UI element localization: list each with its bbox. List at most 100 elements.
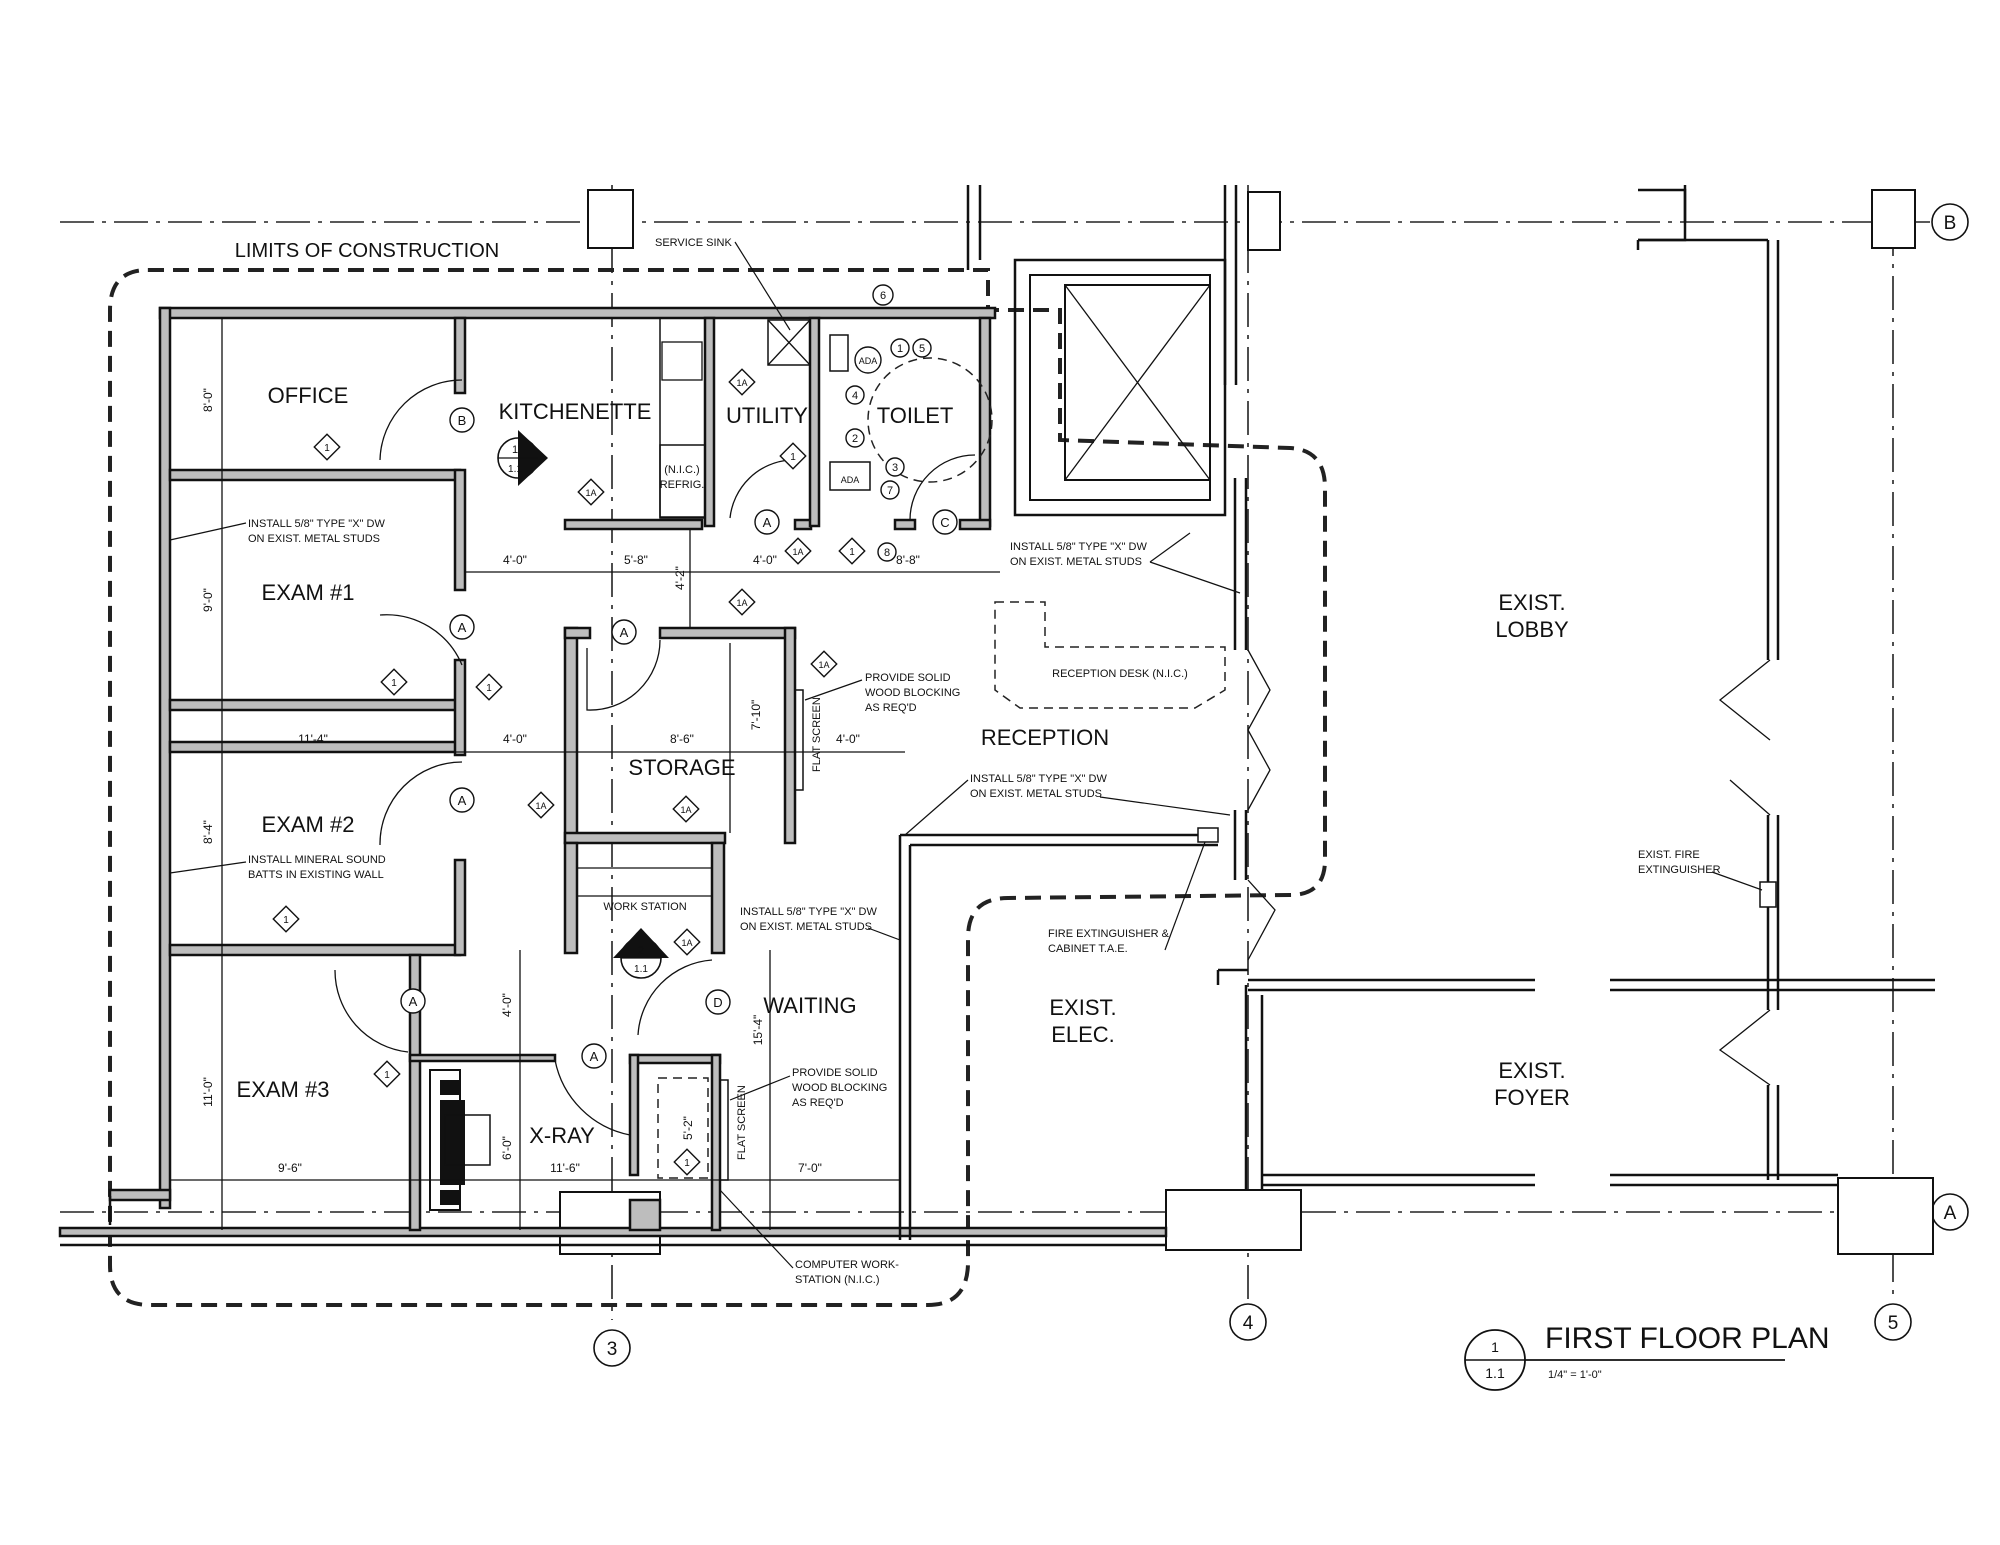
note-blocking-lower-line3: AS REQ'D [792,1097,844,1109]
svg-text:1: 1 [283,915,289,926]
wall-tag-1-exam1: 1 [380,668,408,696]
door-tags: B A A A A A C A D [400,407,958,1069]
dim-7-10: 7'-10" [749,700,763,731]
dim-5-8: 5'-8" [624,553,648,567]
accessory-tag-2: 2 [845,428,865,448]
room-labels: OFFICE KITCHENETTE UTILITY TOILET EXAM #… [237,383,1570,1148]
grid-bubble-3: 3 [593,1329,631,1367]
annotation-notes: SERVICE SINK (N.I.C.) REFRIG. INSTALL 5/… [169,237,1763,1286]
svg-text:A: A [458,620,467,635]
room-exist-elec-line1: EXIST. [1049,995,1116,1020]
svg-text:1: 1 [512,444,518,456]
wall-tag-1-workstation: 1 [673,1148,701,1176]
svg-text:5: 5 [919,343,925,355]
note-nic-refrig-line2: REFRIG. [660,479,705,491]
svg-text:B: B [1944,213,1957,234]
svg-text:1A: 1A [535,801,546,811]
grid-bubble-5: 5 [1874,1303,1912,1341]
dim-6-0: 6'-0" [500,1136,514,1160]
svg-text:3: 3 [892,462,898,474]
room-exam-3: EXAM #3 [237,1077,330,1102]
wall-tag-1a-kitchen-2: 1A [728,368,756,396]
room-exist-elec-line2: ELEC. [1051,1022,1115,1047]
note-blocking-lower-line1: PROVIDE SOLID [792,1067,878,1079]
note-flat-screen-upper: FLAT SCREEN [811,697,823,772]
svg-text:3: 3 [607,1339,618,1360]
room-toilet: TOILET [877,403,954,428]
door-tag-c: C [932,509,958,535]
room-office: OFFICE [268,383,349,408]
dim-8-4: 8'-4" [201,820,215,844]
wall-tag-1a-kitchen: 1A [577,478,605,506]
title-sheet-number: 1.1 [1485,1365,1505,1381]
dim-4-0-e: 4'-0" [500,993,514,1017]
accessory-tag-5: 5 [912,338,932,358]
note-blocking-upper-line1: PROVIDE SOLID [865,672,951,684]
room-waiting: WAITING [763,993,856,1018]
dim-5-2: 5'-2" [681,1116,695,1140]
note-blocking-upper-line2: WOOD BLOCKING [865,687,960,699]
svg-text:A: A [1944,1203,1957,1224]
note-mineral-batts-line1: INSTALL MINERAL SOUND [248,854,386,866]
wall-tag-1a-waiting: 1A [673,928,701,956]
svg-text:6: 6 [880,290,886,302]
svg-text:2: 2 [852,433,858,445]
note-install-dw-waiting-line1: INSTALL 5/8" TYPE "X" DW [740,906,877,918]
title-scale: 1/4" = 1'-0" [1548,1369,1602,1381]
accessory-tag-4: 4 [845,385,865,405]
wall-tag-1a-storage-2: 1A [810,650,838,678]
wall-type-tags: 1 1A 1A 1 1A 1 1A 1A 1 1 1A 1A 1 1A 1 1 [272,368,866,1176]
note-fire-extinguisher-line1: FIRE EXTINGUISHER & [1048,928,1170,940]
svg-text:1: 1 [684,1158,690,1169]
limits-of-construction-label: LIMITS OF CONSTRUCTION [235,240,499,262]
dim-7-0: 7'-0" [798,1161,822,1175]
note-install-dw-reception-line2: ON EXIST. METAL STUDS [970,788,1102,800]
note-exist-fire-ext-line2: EXTINGUISHER [1638,864,1721,876]
wall-tag-1a-storage: 1A [728,588,756,616]
dim-9-6: 9'-6" [278,1161,302,1175]
wall-tag-1-office: 1 [313,433,341,461]
wall-tag-1-exam2: 1 [272,905,300,933]
column-markers [559,185,1934,1255]
svg-text:A: A [590,1049,599,1064]
accessory-tag-8: 8 [877,542,897,562]
note-install-dw-upper-line1: INSTALL 5/8" TYPE "X" DW [1010,541,1147,553]
dim-8-0: 8'-0" [201,388,215,412]
note-install-dw-line2: ON EXIST. METAL STUDS [248,533,380,545]
note-blocking-upper-line3: AS REQ'D [865,702,917,714]
note-install-dw-upper-line2: ON EXIST. METAL STUDS [1010,556,1142,568]
note-reception-desk: RECEPTION DESK (N.I.C.) [1052,668,1188,680]
ada-symbol-2: ADA [841,475,860,485]
svg-text:C: C [940,515,949,530]
room-exist-foyer-line1: EXIST. [1498,1058,1565,1083]
svg-text:1.1: 1.1 [508,464,522,475]
room-exam-2: EXAM #2 [262,812,355,837]
dim-11-4: 11'-4" [298,732,328,746]
svg-text:ADA: ADA [859,356,878,366]
dim-4-0-c: 4'-0" [503,732,527,746]
wall-tag-1-exam1-2: 1 [475,673,503,701]
room-x-ray: X-RAY [529,1123,595,1148]
dim-4-0-b: 4'-0" [753,553,777,567]
room-utility: UTILITY [726,403,808,428]
svg-text:1.1: 1.1 [634,964,648,975]
drawing-title-block: 1 1.1 FIRST FLOOR PLAN 1/4" = 1'-0" [1464,1322,1830,1391]
note-mineral-batts-line2: BATTS IN EXISTING WALL [248,869,384,881]
note-service-sink: SERVICE SINK [655,237,732,249]
accessory-tag-3: 3 [885,457,905,477]
svg-text:1A: 1A [681,938,692,948]
dim-15-4: 15'-4" [751,1015,765,1046]
svg-text:2: 2 [638,945,644,957]
svg-text:8: 8 [884,547,890,559]
dim-4-0-a: 4'-0" [503,553,527,567]
svg-text:1: 1 [790,452,796,463]
door-swings [334,379,1771,1136]
note-blocking-lower-line2: WOOD BLOCKING [792,1082,887,1094]
svg-text:B: B [458,413,467,428]
note-exist-fire-ext-line1: EXIST. FIRE [1638,849,1700,861]
wall-tag-1a-storage-bottom: 1A [672,795,700,823]
svg-text:1: 1 [486,683,492,694]
svg-text:4: 4 [852,390,858,402]
room-exist-foyer-line2: FOYER [1494,1085,1570,1110]
door-tag-a-xray: A [581,1043,607,1069]
